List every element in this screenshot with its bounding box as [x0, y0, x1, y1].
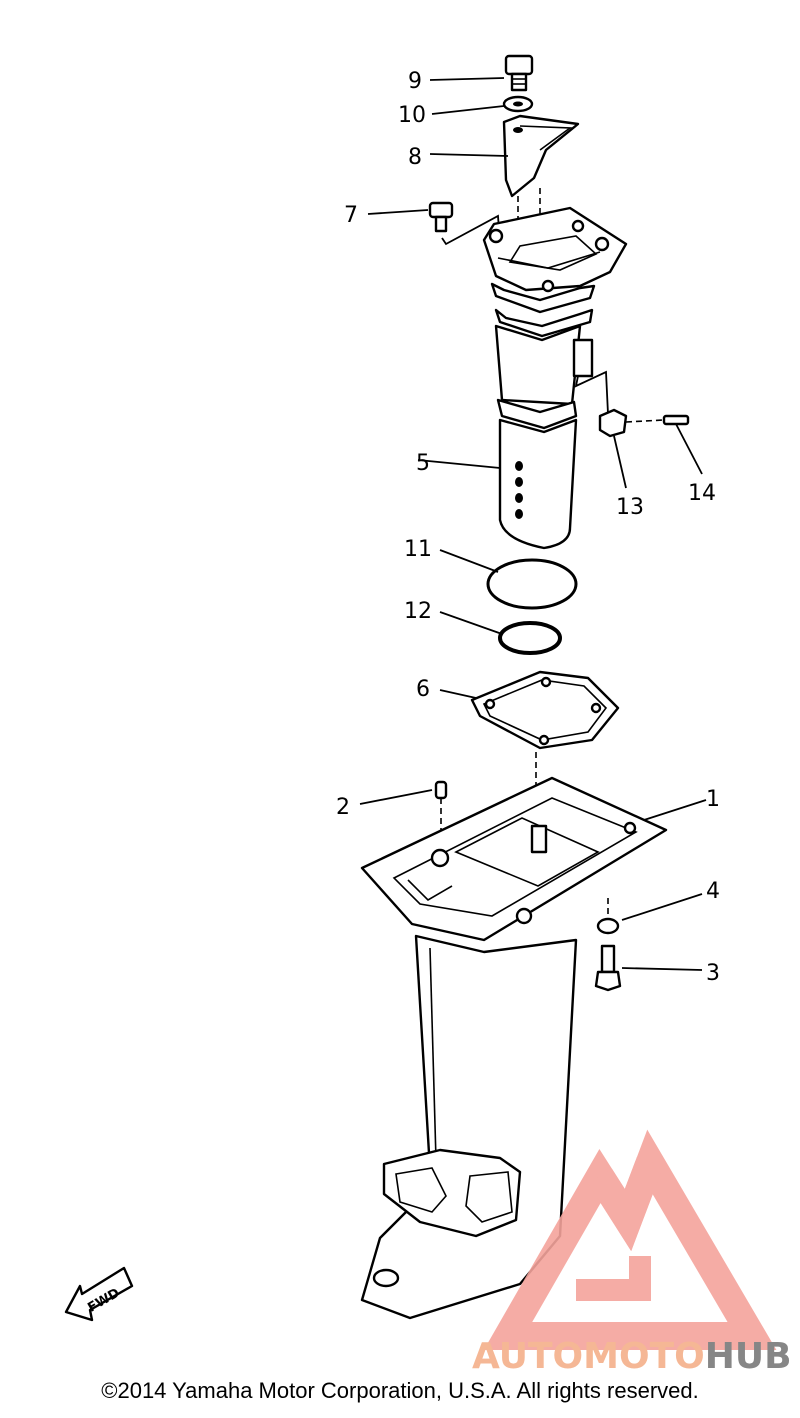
callout-5: 5 — [416, 451, 430, 476]
callout-12: 12 — [404, 599, 432, 624]
part-4-washer — [596, 893, 703, 935]
callout-2: 2 — [336, 795, 350, 820]
callout-6: 6 — [416, 677, 430, 702]
part-9-bolt — [504, 54, 534, 92]
part-10-washer — [502, 95, 534, 113]
part-1-lower-casing — [360, 776, 707, 1320]
callout-10: 10 — [398, 103, 426, 128]
watermark-text-secondary: HUB — [705, 1336, 792, 1377]
leader-10 — [431, 105, 505, 115]
callout-14: 14 — [688, 481, 716, 506]
callout-8: 8 — [408, 145, 422, 170]
part-11-o-ring — [439, 549, 578, 610]
watermark-logo: AUTOMOTOHUB — [472, 1129, 792, 1377]
fwd-arrow-icon: FWD — [64, 1266, 134, 1322]
callout-1: 1 — [706, 787, 720, 812]
part-12-o-ring — [439, 611, 562, 655]
callout-7: 7 — [344, 203, 358, 228]
copyright-notice: ©2014 Yamaha Motor Corporation, U.S.A. A… — [101, 1378, 699, 1403]
part-5-upper-casing — [417, 206, 628, 550]
callout-13: 13 — [616, 495, 644, 520]
watermark-text-primary: AUTOMOTO — [472, 1336, 705, 1377]
leader-7 — [367, 209, 429, 215]
leader-8 — [429, 153, 509, 157]
part-3-bolt — [594, 944, 703, 992]
part-2-dowel-pin — [359, 780, 448, 856]
part-14-bolt — [625, 414, 703, 475]
callout-11: 11 — [404, 537, 432, 562]
callout-9: 9 — [408, 69, 422, 94]
svg-text:AUTOMOTOHUB: AUTOMOTOHUB — [472, 1336, 792, 1377]
callout-3: 3 — [706, 961, 720, 986]
leader-9 — [429, 77, 505, 81]
part-13-nut — [598, 408, 628, 489]
callout-4: 4 — [706, 879, 720, 904]
